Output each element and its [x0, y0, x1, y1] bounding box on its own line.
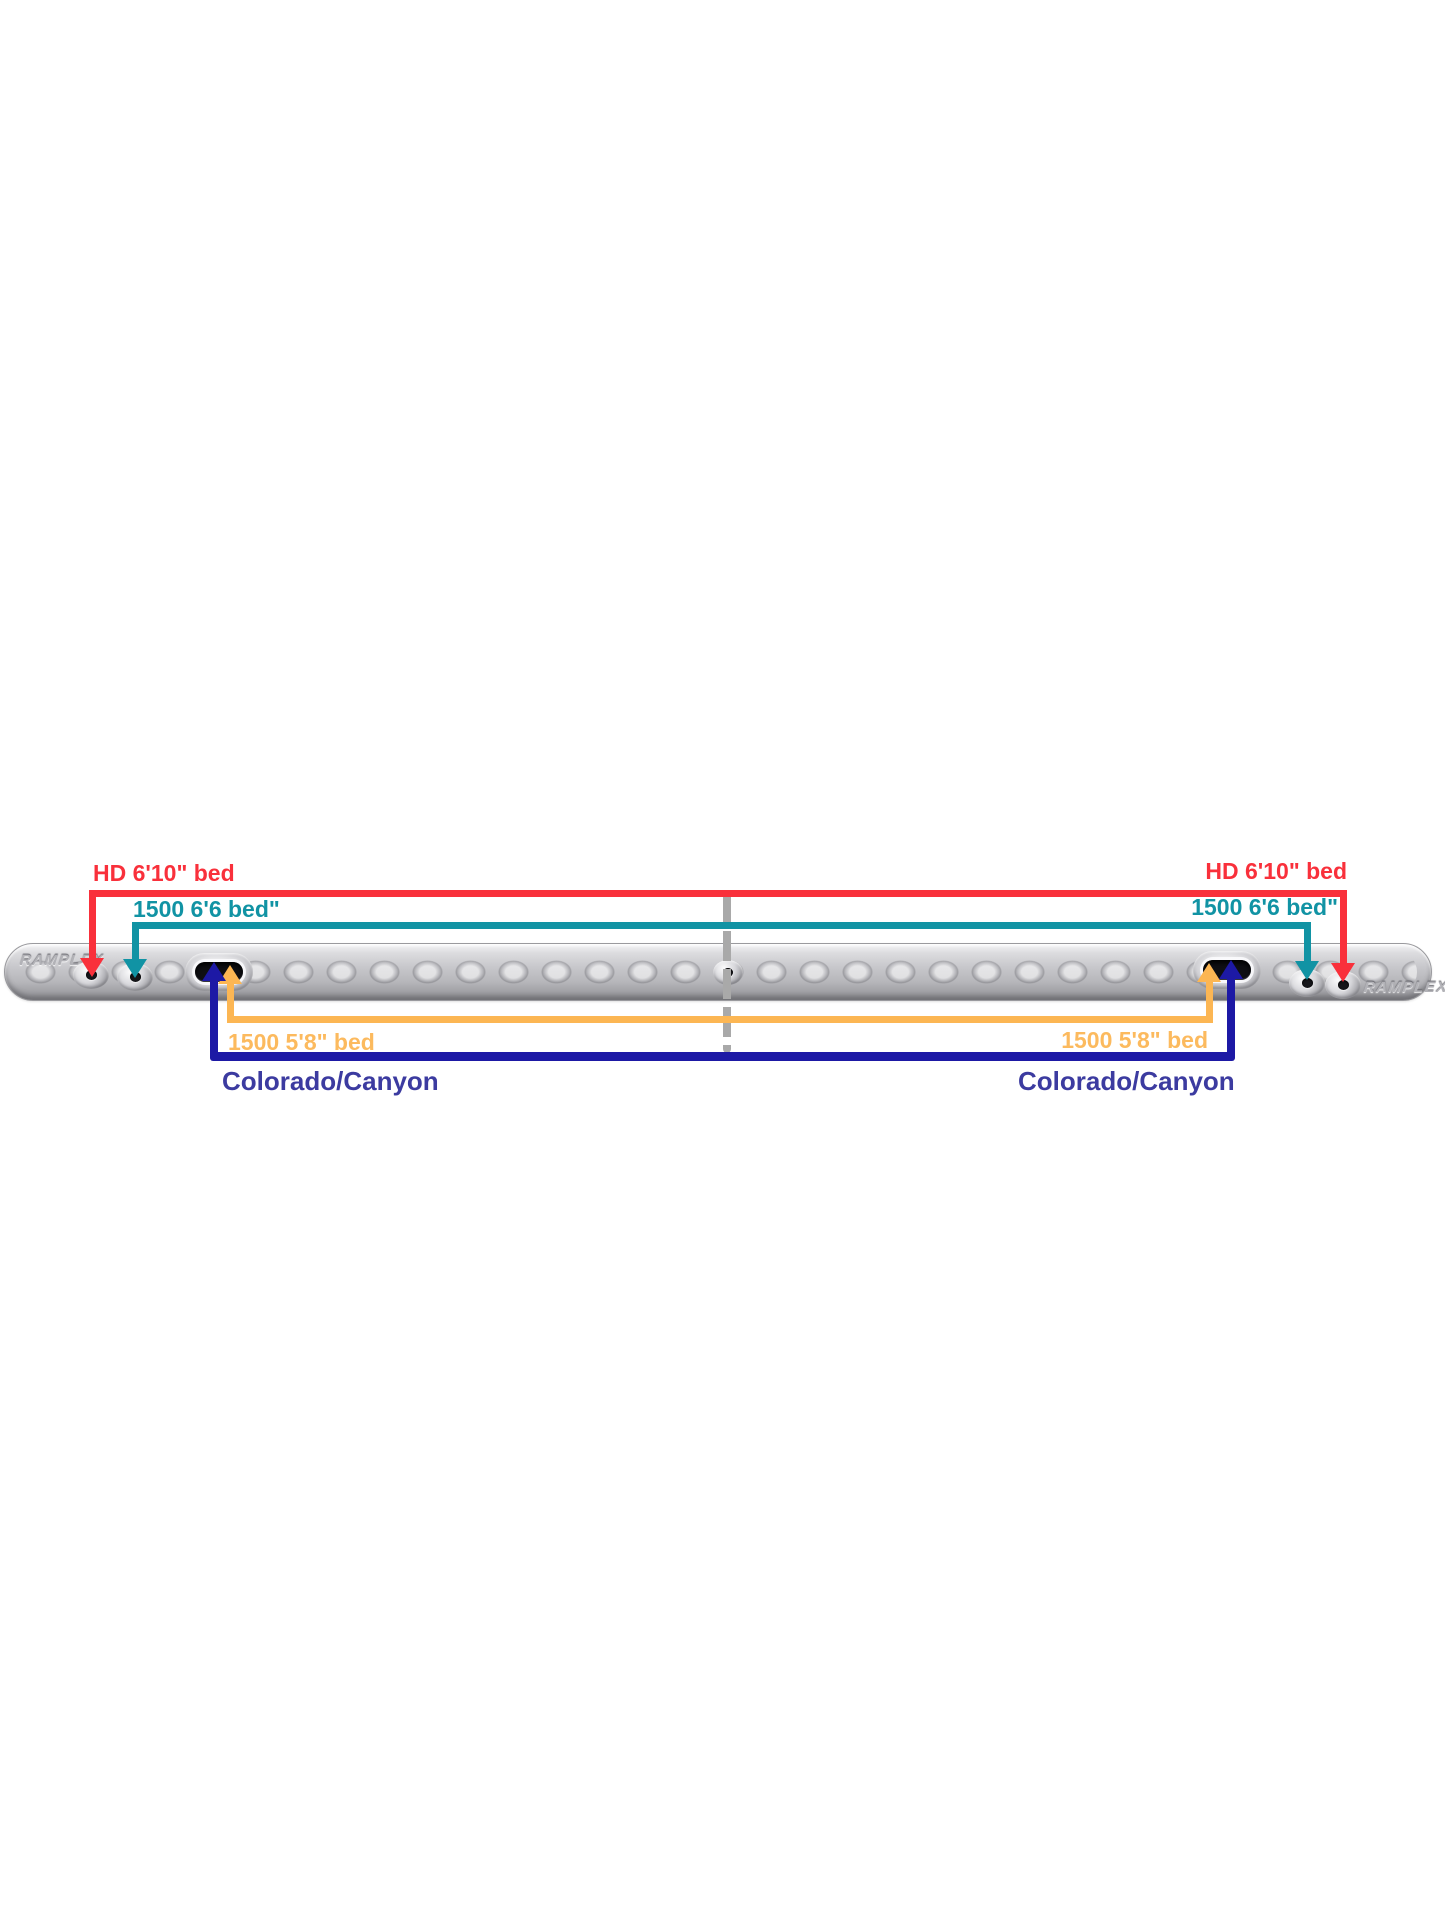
orange-right-arrowhead-icon — [1197, 963, 1221, 982]
teal-left-shaft — [132, 922, 139, 961]
label-hd-bed-left: HD 6'10" bed — [93, 860, 235, 886]
label-colorado-left: Colorado/Canyon — [222, 1066, 439, 1096]
center-guide-line — [723, 893, 731, 1053]
brand-emboss-right: RAMPLEX — [1363, 979, 1445, 996]
teal-left-arrowhead-icon — [123, 959, 147, 978]
navy-right-shaft — [1227, 978, 1235, 1058]
red-left-shaft — [89, 890, 96, 960]
teal-horizontal-line — [132, 922, 1311, 929]
teal-right-shaft — [1304, 922, 1311, 963]
red-horizontal-line — [89, 890, 1347, 897]
label-1500-66-left: 1500 6'6 bed" — [133, 896, 280, 922]
label-1500-58-left: 1500 5'8" bed — [228, 1029, 375, 1055]
hole-hd-right-bore — [1338, 980, 1349, 990]
teal-right-arrowhead-icon — [1295, 961, 1319, 980]
navy-right-arrowhead-icon — [1219, 960, 1243, 979]
orange-left-shaft — [227, 983, 234, 1023]
navy-left-shaft — [210, 980, 218, 1058]
navy-left-arrowhead-icon — [202, 962, 226, 981]
red-left-arrowhead-icon — [80, 958, 104, 977]
label-1500-58-right: 1500 5'8" bed — [1061, 1027, 1208, 1053]
label-colorado-right: Colorado/Canyon — [1018, 1066, 1235, 1096]
label-1500-66-right: 1500 6'6 bed" — [1191, 894, 1338, 920]
orange-horizontal-line — [227, 1016, 1213, 1023]
orange-right-shaft — [1206, 981, 1213, 1023]
hole-1500-66-right-bore — [1302, 978, 1313, 988]
red-right-shaft — [1340, 890, 1347, 965]
red-right-arrowhead-icon — [1331, 963, 1355, 982]
label-hd-bed-right: HD 6'10" bed — [1205, 858, 1347, 884]
navy-horizontal-line — [210, 1052, 1235, 1061]
